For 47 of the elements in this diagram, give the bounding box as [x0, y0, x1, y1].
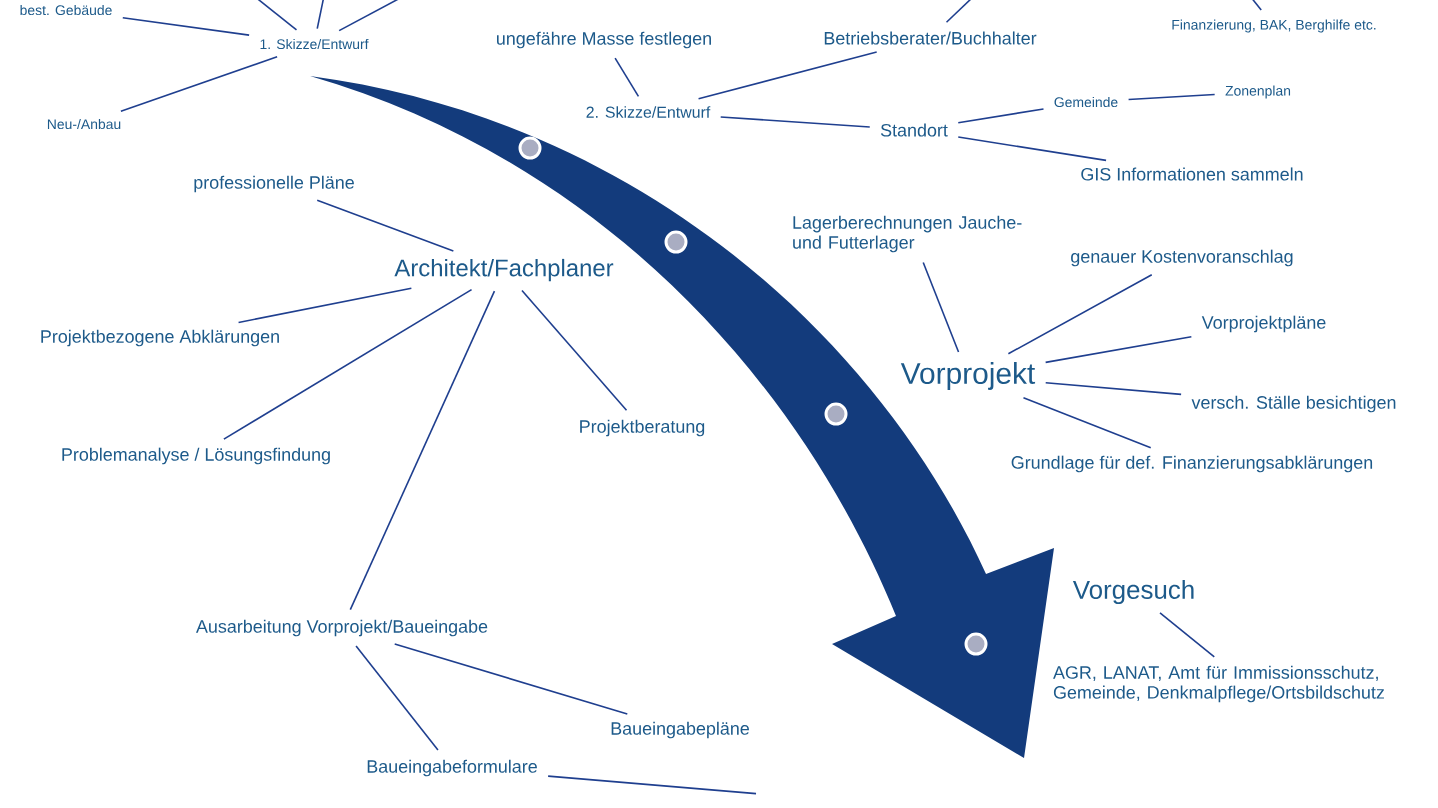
leader-line [945, 0, 972, 24]
label: ungefähre Masse festlegen [497, 31, 711, 49]
leader-line [1044, 381, 1182, 396]
label: Vorprojektpläne [1201, 315, 1326, 333]
leader-line [1127, 93, 1216, 101]
leader-line [1022, 397, 1152, 449]
leader-line [237, 287, 413, 324]
leader-line [521, 289, 628, 412]
label: versch. Ställe besichtigen [1191, 395, 1396, 413]
leader-line [1044, 335, 1193, 364]
leader-line [957, 108, 1045, 124]
leader-line [697, 51, 878, 100]
label: Projektberatung [580, 419, 705, 437]
leader-line [316, 0, 324, 30]
leader-line [1007, 273, 1153, 355]
leader-line [355, 645, 439, 751]
label: Betriebsberater/Buchhalter [824, 31, 1037, 45]
leader-line [349, 290, 496, 611]
leader-line [547, 775, 757, 795]
leader-line [120, 56, 278, 112]
label: Ausarbeitung Vorprojekt/Baueingabe [196, 619, 488, 637]
label: AGR, LANAT, Amt für Immissionsschutz, Gemeinde, Denkmalpflege/Ortsbildschutz [1053, 665, 1384, 703]
leader-line [719, 116, 871, 128]
leader-line [316, 199, 455, 252]
label: Vorgesuch [1072, 579, 1194, 605]
label: Baueingabepläne [611, 721, 749, 739]
label: GIS Informationen sammeln [1081, 167, 1303, 181]
leader-line [223, 288, 473, 440]
leader-line [393, 643, 629, 715]
leader-line [614, 57, 640, 98]
leader-line [1251, 0, 1262, 11]
label: Lagerberechnungen Jauche- und Futterlager [793, 215, 1022, 253]
leader-line [121, 17, 250, 36]
label: Problemanalyse / Lösungsfindung [62, 447, 330, 465]
label: Vorprojekt [900, 362, 1036, 390]
label: Baueingabeformulare [367, 759, 537, 777]
label: Projektbezogene Abklärungen [41, 329, 279, 347]
label: genauer Kostenvoranschlag [1071, 249, 1293, 267]
leader-line [256, 0, 298, 31]
leader-line [957, 136, 1107, 162]
label: Architekt/Fachplaner [394, 258, 614, 282]
leader-line [1159, 612, 1216, 658]
leader-line [922, 261, 960, 353]
label: Grundlage für def. Finanzierungsabklärungen [1011, 455, 1373, 473]
label: professionelle Pläne [194, 175, 354, 193]
label: Standort [880, 123, 948, 137]
leader-line [338, 0, 402, 32]
